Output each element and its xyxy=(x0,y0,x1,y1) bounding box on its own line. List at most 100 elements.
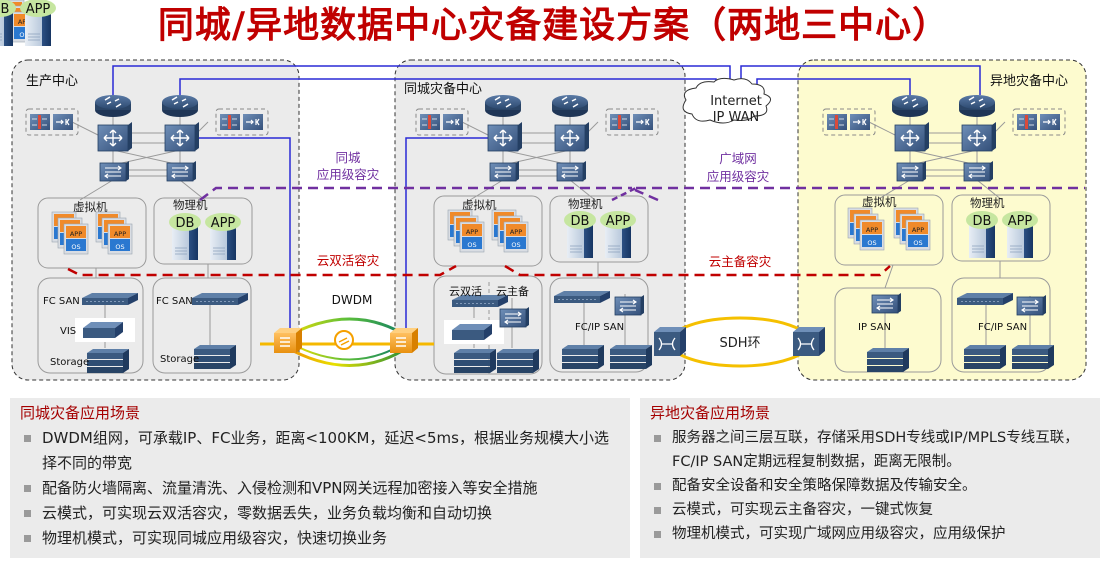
production-storage-group-2 xyxy=(152,277,252,374)
remote-scenarios-list: 服务器之间三层互联，存储采用SDH专线或IP/MPLS专线互联，FC/IP SA… xyxy=(650,426,1090,546)
router-icon xyxy=(161,94,199,118)
storage-icon xyxy=(194,345,236,369)
fc-san-switch-icon xyxy=(191,292,249,306)
bullet-icon xyxy=(654,507,661,514)
physical-server-pair: DB APP xyxy=(0,0,56,47)
db-label: DB xyxy=(0,2,9,17)
same-city-app-dr-label-2: 应用级容灾 xyxy=(317,167,380,182)
same-city-scenarios-panel: 同城灾备应用场景 DWDM组网，可承载IP、FC业务，距离<100KM，延迟<5… xyxy=(10,398,630,558)
vis-icon xyxy=(444,320,504,344)
fc-san-switch-icon xyxy=(553,290,611,304)
remote-physical-group xyxy=(951,194,1051,262)
cloud-active-active-dr-label: 云双活容灾 xyxy=(317,253,380,268)
list-item: 配备安全设备和安全策略保障数据及传输安全。 xyxy=(650,474,1090,498)
same-city-scenarios-list: DWDM组网，可承载IP、FC业务，距离<100KM，延迟<5ms，根据业务规模… xyxy=(20,426,620,551)
list-item: 配备防火墙隔离、流量清洗、入侵检测和VPN网关远程加密接入等安全措施 xyxy=(20,476,620,501)
list-item: 物理机模式，可实现广域网应用级容灾，应用级保护 xyxy=(650,522,1090,546)
internet-cloud xyxy=(682,77,771,124)
storage-icon xyxy=(454,349,496,373)
same-city-center-area xyxy=(394,59,686,381)
ip-wan-label: IP WAN xyxy=(713,110,760,125)
bullet-icon xyxy=(24,485,31,492)
storage-icon xyxy=(610,345,652,369)
app-level-dr-link xyxy=(199,186,1085,202)
production-storage-group-1 xyxy=(37,277,144,374)
remote-center-title: 异地灾备中心 xyxy=(990,73,1068,89)
vm-group-label: 虚拟机 xyxy=(862,195,897,209)
list-item: DWDM组网，可承载IP、FC业务，距离<100KM，延迟<5ms，根据业务规模… xyxy=(20,426,620,476)
remote-scenarios-panel: 异地灾备应用场景 服务器之间三层互联，存储采用SDH专线或IP/MPLS专线互联… xyxy=(640,398,1100,558)
ip-switch-icon xyxy=(871,292,902,314)
dwdm-label: DWDM xyxy=(332,293,373,307)
fc-san-label: FC SAN xyxy=(43,296,80,307)
bullet-icon xyxy=(24,535,31,542)
fcip-san-label: FC/IP SAN xyxy=(978,322,1027,333)
cloud-dr-link xyxy=(67,264,891,277)
sdh-switch-icon xyxy=(653,326,687,357)
router-icon xyxy=(94,94,132,118)
cloud-active-active-label: 云双活 xyxy=(449,285,482,298)
cloud-active-standby-label: 云主备 xyxy=(496,284,529,298)
same-city-fcip-san-group xyxy=(549,277,649,373)
storage-label: Storage xyxy=(160,354,199,365)
fc-san-switch-icon xyxy=(956,292,1014,306)
dwdm-device-icon xyxy=(274,328,302,353)
same-city-vm-group xyxy=(433,195,543,267)
app-label: APP xyxy=(26,2,51,17)
storage-icon xyxy=(1012,345,1054,369)
vm-group-label: 虚拟机 xyxy=(73,200,108,214)
ip-san-label: IP SAN xyxy=(858,322,891,333)
cloud-active-standby-dr-label: 云主备容灾 xyxy=(709,254,772,269)
sdh-switch-icon xyxy=(792,326,826,357)
physical-group-label: 物理机 xyxy=(173,198,208,212)
page-title: 同城/异地数据中心灾备建设方案（两地三中心） xyxy=(157,5,950,46)
vm-stack-icon: APP OS xyxy=(0,0,37,43)
remote-scenarios-heading: 异地灾备应用场景 xyxy=(650,404,771,422)
storage-label: Storage xyxy=(50,357,89,368)
production-network-stack xyxy=(25,94,269,201)
storage-icon xyxy=(497,349,539,373)
core-switch-icon xyxy=(164,121,200,152)
list-item: 物理机模式，可实现同城应用级容灾，快速切换业务 xyxy=(20,526,620,551)
svg-text:OS: OS xyxy=(19,31,28,39)
dwdm-device-icon xyxy=(390,328,418,353)
network-diagram: Internet IP WAN 生产中心 同城灾备中心 异地灾备中心 虚拟机 物… xyxy=(0,0,1087,381)
server-icon xyxy=(0,11,14,47)
bullet-icon xyxy=(654,531,661,538)
internet-label: Internet xyxy=(710,94,762,109)
storage-icon xyxy=(87,349,129,373)
fc-san-switch-icon xyxy=(81,292,139,306)
same-city-cloud-storage-group xyxy=(433,275,543,375)
remote-ip-san-group xyxy=(834,287,942,373)
storage-icon xyxy=(867,348,909,372)
wan-app-dr-label: 广域网 xyxy=(719,151,757,166)
list-item: 服务器之间三层互联，存储采用SDH专线或IP/MPLS专线互联，FC/IP SA… xyxy=(650,426,1090,474)
list-item: 云模式，可实现云主备容灾，一键式恢复 xyxy=(650,498,1090,522)
bullet-icon xyxy=(654,435,661,442)
access-switch-icon xyxy=(166,160,197,182)
same-city-app-dr-label: 同城 xyxy=(335,150,361,165)
sdh-ring-label: SDH环 xyxy=(719,336,760,351)
core-switch-icon xyxy=(97,121,133,152)
ip-switch-icon xyxy=(499,306,530,328)
list-item: 云模式，可实现云双活容灾，零数据丢失，业务负载均衡和自动切换 xyxy=(20,501,620,526)
bullet-icon xyxy=(654,483,661,490)
vis-label: VIS xyxy=(60,326,76,337)
server-icon xyxy=(24,11,52,47)
same-city-scenarios-heading: 同城灾备应用场景 xyxy=(20,404,141,422)
storage-icon xyxy=(964,345,1006,369)
production-center-title: 生产中心 xyxy=(26,74,78,89)
production-vm-group xyxy=(37,197,147,269)
remote-vm-group xyxy=(834,194,944,266)
fc-san-label: FC SAN xyxy=(156,296,193,307)
vm-group-label: 虚拟机 xyxy=(462,198,497,212)
same-city-center-title: 同城灾备中心 xyxy=(404,81,482,97)
svg-text:APP: APP xyxy=(18,18,30,26)
storage-icon xyxy=(562,345,604,369)
remote-fcip-san-group xyxy=(951,277,1051,373)
remote-center-area xyxy=(797,59,1087,381)
wan-app-dr-label-2: 应用级容灾 xyxy=(707,169,770,184)
bullet-icon xyxy=(24,435,31,442)
fcip-san-label: FC/IP SAN xyxy=(575,322,624,333)
vis-icon xyxy=(75,318,135,342)
